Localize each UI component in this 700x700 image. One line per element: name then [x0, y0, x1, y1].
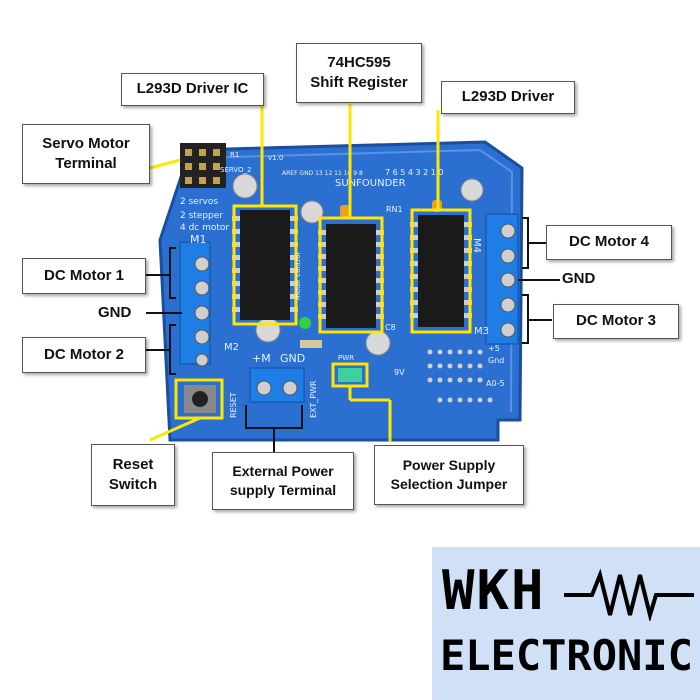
c8-silk: C8 — [385, 323, 396, 332]
label-dc-motor-3: DC Motor 3 — [553, 304, 679, 339]
rn1-silk: RN1 — [386, 205, 403, 214]
motor-control-silk: motor control — [294, 252, 302, 300]
left-motor-terminals — [179, 241, 211, 367]
gnd-silk: GND — [280, 352, 305, 365]
ext-pwr-silk: EXT_PWR — [309, 380, 318, 418]
label-text: L293D Driver IC — [136, 80, 249, 98]
m3-silk: M3 — [474, 326, 489, 337]
label-gnd-left: GND — [98, 304, 132, 321]
label-servo-motor-terminal: Servo Motor Terminal — [22, 124, 150, 184]
servos-silk: 2 servos — [180, 197, 218, 207]
label-line-2: Switch — [108, 476, 158, 493]
shift-register-chip — [318, 216, 384, 334]
label-line-1: Reset — [112, 455, 154, 473]
label-l293d-driver: L293D Driver — [441, 81, 575, 114]
a05-silk: A0-5 — [486, 379, 505, 388]
pwr-silk: PWR — [338, 354, 354, 362]
label-gnd-right: GND — [562, 270, 596, 287]
label-external-power: External Power supply Terminal — [212, 452, 354, 510]
right-motor-terminals — [485, 213, 519, 345]
servo-header — [180, 143, 226, 188]
label-line-1: External Power — [232, 463, 334, 480]
l293d-chip-left — [232, 204, 298, 326]
digits-silk: 7 6 5 4 3 2 1 0 — [385, 168, 444, 177]
wkh-logo: WKH ELECTRONIC — [432, 547, 700, 700]
leader-lines — [149, 104, 440, 442]
label-text: DC Motor 4 — [569, 233, 649, 251]
plus-m-silk: +M — [252, 352, 271, 365]
label-line-2: Terminal — [55, 155, 117, 172]
brand-silk: SUNFOUNDER — [335, 178, 406, 189]
resistor-icon — [564, 568, 694, 621]
label-dc-motor-4: DC Motor 4 — [546, 225, 672, 260]
gnd2-silk: Gnd — [488, 356, 504, 365]
label-line-2: supply Terminal — [229, 482, 337, 498]
label-text: DC Motor 1 — [44, 266, 124, 284]
label-line-2: Shift Register — [310, 74, 408, 91]
label-l293d-driver-ic: L293D Driver IC — [121, 73, 264, 106]
dc-silk: 4 dc motor — [180, 223, 229, 233]
external-power-terminal — [249, 367, 305, 403]
label-line-1: Servo Motor — [42, 134, 130, 152]
label-shift-register: 74HC595 Shift Register — [296, 43, 422, 103]
stepper-silk: 2 stepper — [180, 211, 223, 221]
m2-silk: M2 — [224, 342, 239, 353]
label-text: DC Motor 3 — [576, 312, 656, 330]
servo-silk: SERVO_2 — [220, 166, 251, 174]
label-reset-switch: Reset Switch — [91, 444, 175, 506]
label-power-jumper: Power Supply Selection Jumper — [374, 445, 524, 505]
label-dc-motor-2: DC Motor 2 — [22, 337, 146, 373]
logo-line-1: WKH — [442, 559, 546, 622]
label-line-1: 74HC595 — [327, 53, 391, 71]
m1-silk: M1 — [190, 233, 207, 246]
reset-silk: RESET — [229, 392, 238, 418]
label-text: L293D Driver — [461, 88, 555, 106]
reset-switch-part — [174, 378, 224, 420]
label-line-2: Selection Jumper — [390, 476, 508, 492]
bracket-lines — [146, 217, 560, 452]
r1-silk: R1 — [230, 151, 239, 159]
label-line-1: Power Supply — [402, 457, 496, 474]
m4-silk: M4 — [471, 238, 482, 253]
logo-line-2: ELECTRONIC — [440, 631, 693, 680]
v5-silk: +5 — [488, 344, 500, 353]
label-text: DC Motor 2 — [44, 345, 124, 363]
aref-silk: AREF GND 13 12 11 10 9 8 — [282, 170, 363, 177]
vin-silk: 9V — [394, 368, 405, 377]
version-silk: v1.0 — [268, 154, 283, 162]
l293d-chip-right — [410, 208, 472, 334]
label-dc-motor-1: DC Motor 1 — [22, 258, 146, 294]
